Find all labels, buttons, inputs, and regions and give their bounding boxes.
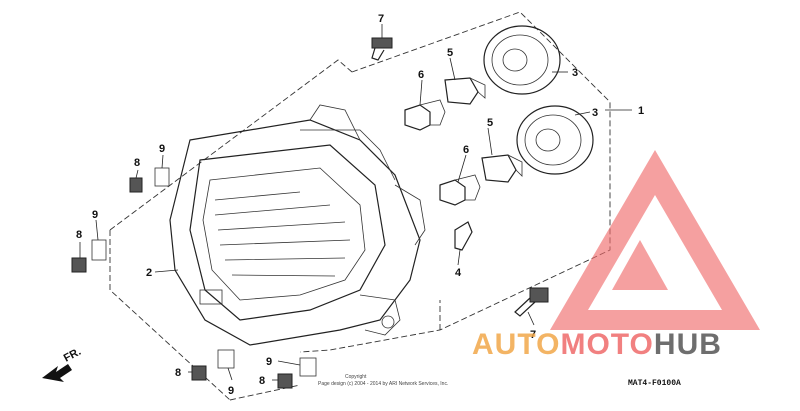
- bulb-lower: [439, 174, 481, 206]
- callout-8-b: 8: [76, 229, 82, 241]
- callout-6-upper: 6: [418, 69, 424, 81]
- arrow-icon: [42, 364, 72, 382]
- callout-1: 1: [638, 105, 644, 117]
- clip-set-1: [129, 167, 170, 193]
- clip-set-2: [71, 239, 107, 273]
- diagram-code: MAT4-F0100A: [628, 379, 681, 388]
- clip-set-3: [191, 349, 235, 381]
- watermark-logo: AUTOMOTOHUB: [472, 150, 760, 361]
- leader-lines: [79, 24, 632, 381]
- callout-2: 2: [146, 267, 152, 279]
- callout-9-c: 9: [228, 385, 234, 397]
- callout-3-lower: 3: [592, 107, 598, 119]
- watermark-triangle-icon: [550, 150, 760, 330]
- watermark-auto: AUTO: [472, 328, 560, 361]
- clip-set-4: [277, 357, 317, 389]
- direction-label: FR.: [62, 346, 83, 365]
- screw-top: [371, 37, 393, 61]
- callout-6-lower: 6: [463, 144, 469, 156]
- callout-3-upper: 3: [572, 67, 578, 79]
- callout-9-a: 9: [159, 143, 165, 155]
- socket-lower: [481, 154, 523, 183]
- callout-8-d: 8: [259, 375, 265, 387]
- watermark-moto: MOTO: [560, 328, 653, 361]
- assembly-outline-left: [109, 59, 353, 401]
- dust-cover-upper: [483, 25, 561, 95]
- callout-7-top: 7: [378, 13, 384, 25]
- callout-4: 4: [455, 267, 462, 279]
- svg-text:AUTOMOTOHUB: AUTOMOTOHUB: [472, 328, 722, 361]
- copyright-heading: Copyright: [345, 374, 367, 380]
- copyright-text: Page design (c) 2004 - 2014 by ARI Netwo…: [318, 381, 448, 387]
- dust-cover-lower: [516, 105, 594, 175]
- callout-5-lower: 5: [487, 117, 493, 129]
- front-direction-arrow: FR.: [42, 346, 83, 382]
- bulb-upper: [404, 99, 446, 131]
- callout-9-d: 9: [266, 356, 272, 368]
- callout-5-upper: 5: [447, 47, 453, 59]
- screw-right: [514, 287, 549, 317]
- headlight-housing: [169, 104, 426, 346]
- socket-upper: [444, 77, 486, 105]
- callout-8-a: 8: [134, 157, 140, 169]
- callout-7-right: 7: [530, 329, 536, 341]
- callouts: 7 5 6 3 3 1 5 6 4 2 8 9 8 9 8 9 8 9 7: [76, 13, 644, 397]
- callout-8-c: 8: [175, 367, 181, 379]
- watermark-hub: HUB: [654, 328, 722, 361]
- assembly-outline: [299, 11, 611, 353]
- position-bulb: [454, 221, 473, 251]
- callout-9-b: 9: [92, 209, 98, 221]
